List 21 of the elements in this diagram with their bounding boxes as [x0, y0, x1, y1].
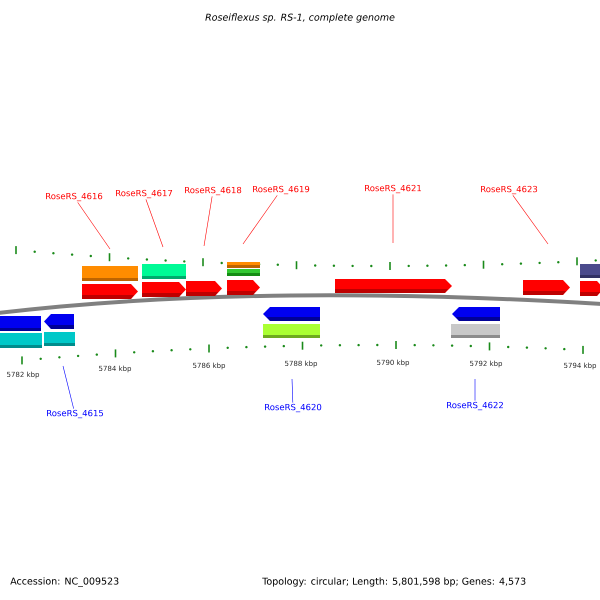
leader-line: [77, 202, 110, 250]
gene-label: RoseRS_4619: [253, 186, 310, 194]
gene-label: RoseRS_4618: [185, 186, 242, 196]
leader-line: [242, 195, 278, 244]
leader-line: [512, 195, 548, 244]
leader-line: [146, 199, 164, 248]
gene-label: RoseRS_4622: [447, 402, 503, 410]
title: Roseiflexus sp. RS-1, complete genome: [205, 13, 394, 23]
gene-label: RoseRS_4615: [47, 410, 104, 418]
leader-line: [474, 378, 476, 401]
gene-label: RoseRS_4620: [265, 404, 322, 412]
leader-line: [204, 196, 212, 246]
gene-label: RoseRS_4621: [365, 184, 421, 194]
gene-label: RoseRS_4616: [46, 192, 102, 202]
info-text: Topology: circular; Length: 5,801,598 bp; Genes: 4,573: [262, 577, 526, 587]
gene-label: RoseRS_4623: [481, 186, 538, 194]
leader-line: [392, 194, 394, 244]
info-text: Accession: NC_009523: [10, 577, 118, 587]
leader-line: [292, 378, 294, 403]
leader-line: [62, 366, 74, 409]
gene-label: RoseRS_4617: [116, 190, 172, 198]
